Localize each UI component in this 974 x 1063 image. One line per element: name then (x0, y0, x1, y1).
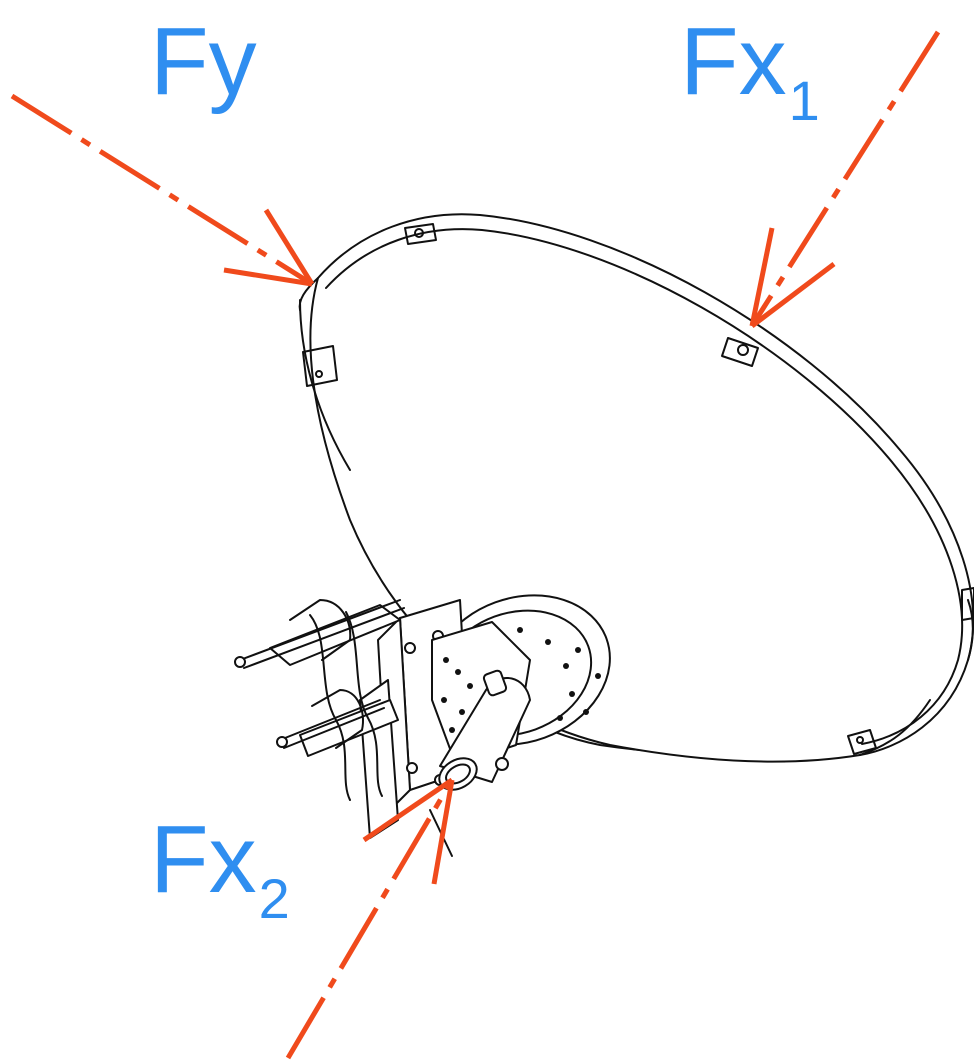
label-fy: Fy (150, 14, 257, 110)
label-fx2-main: Fx (150, 806, 257, 913)
rim-clamp-top (404, 223, 437, 245)
pole-section-2 (345, 611, 383, 797)
rim-bolt-top (414, 228, 424, 238)
pole-clamp-upper (269, 604, 401, 666)
label-fx2: Fx2 (150, 812, 290, 927)
fx2-arrowhead-b (431, 779, 455, 885)
dish-rim-band-3 (967, 599, 974, 661)
fx1-arrowhead-a (749, 227, 775, 327)
pole-clamp-lower (299, 699, 399, 757)
pole-section (309, 614, 351, 801)
dish-rim-band-4 (859, 699, 931, 756)
bracket-bolt-3 (406, 762, 418, 774)
rim-clamp-left (302, 345, 338, 387)
u-bolt-nut-1 (234, 656, 246, 668)
fx2-arrowhead-a (362, 777, 454, 843)
feed-tube-knob (482, 669, 508, 697)
label-fx2-subscript: 2 (258, 867, 290, 930)
rim-bolt-upper-right (737, 344, 749, 356)
fx1-line (749, 30, 941, 328)
force-arrow-fx1 (749, 30, 941, 328)
fy-arrowhead-a (263, 208, 315, 286)
u-bolt-rod-1 (239, 599, 401, 661)
force-arrow-fx2 (285, 777, 455, 1060)
rim-bolt-left (315, 370, 323, 378)
feed-tube-opening-inner (445, 763, 471, 785)
rim-clamp-right (961, 587, 974, 621)
mount-assembly (234, 594, 611, 857)
fy-line (10, 93, 314, 287)
dish-rim-band-2 (298, 277, 319, 311)
label-fx1-subscript: 1 (788, 69, 820, 132)
u-bolt-rod-2 (243, 607, 405, 669)
dish-rim-band (299, 299, 351, 471)
force-arrows (10, 30, 941, 1060)
dish-rim-inner (325, 228, 964, 745)
bracket-bolt-2 (404, 642, 416, 654)
feed-tube-screw (495, 757, 509, 771)
pole-clamp-lower-u (311, 689, 364, 749)
pole-clamp-upper-u (289, 599, 352, 661)
rim-bolt-bottom (856, 736, 864, 744)
label-fy-main: Fy (150, 8, 257, 115)
label-fx1-main: Fx (680, 8, 787, 115)
u-bolt-nut-2 (276, 736, 288, 748)
label-fx1: Fx1 (680, 14, 820, 129)
rim-clamp-bottom (847, 729, 877, 755)
fx2-line (285, 778, 455, 1060)
fx1-arrowhead-b (750, 262, 836, 328)
force-arrow-fy (10, 93, 315, 287)
fy-arrowhead-b (223, 267, 313, 287)
rim-clamp-upper-right (721, 337, 759, 367)
